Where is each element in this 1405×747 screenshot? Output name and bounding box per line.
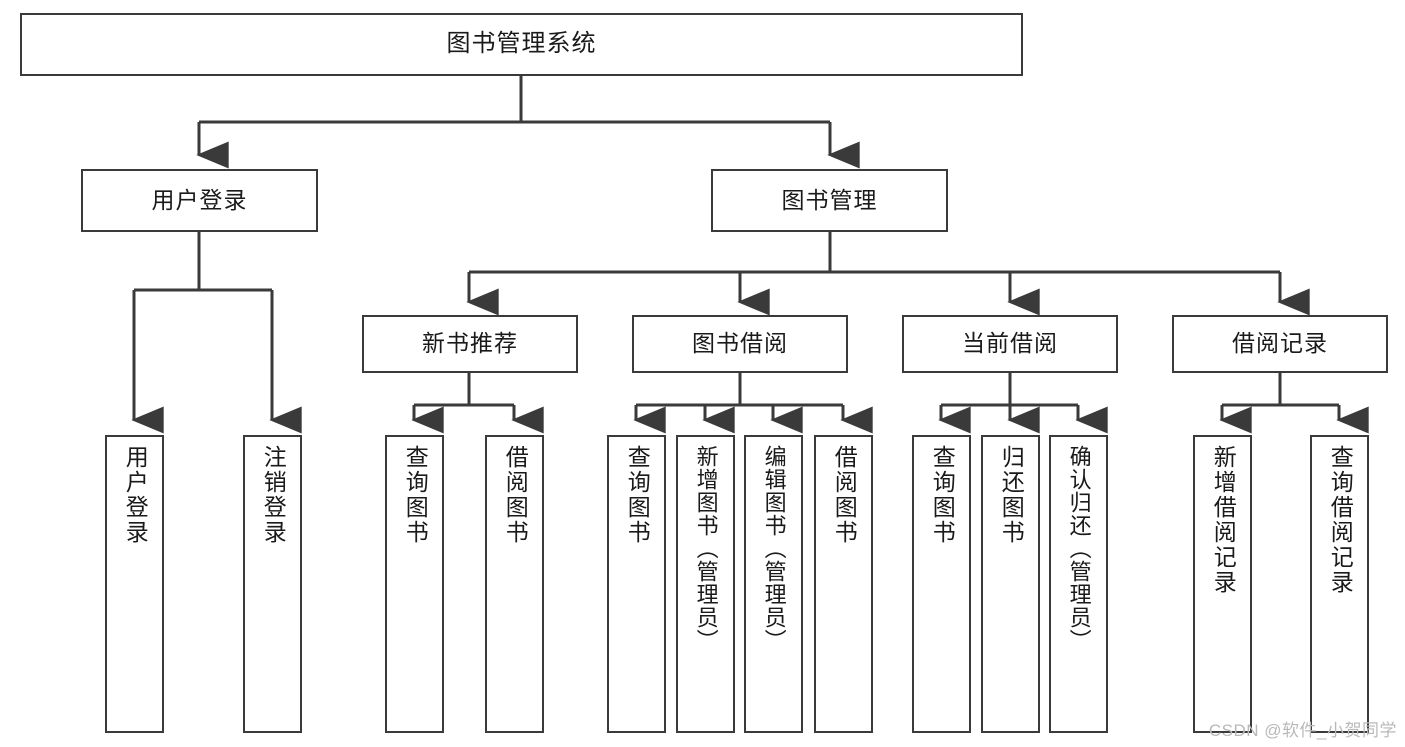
node-leaf-query-book-2-label: 查询图书 xyxy=(624,445,651,545)
node-leaf-query-record-label: 查询借阅记录 xyxy=(1327,445,1354,595)
node-leaf-edit-book[interactable]: 编辑图书（管理员） xyxy=(744,435,803,733)
node-leaf-return-book-label: 归还图书 xyxy=(998,445,1025,545)
node-leaf-logout-login-label: 注销登录 xyxy=(260,445,287,545)
node-leaf-add-book[interactable]: 新增图书（管理员） xyxy=(676,435,735,733)
node-book-manage-label: 图书管理 xyxy=(781,186,878,213)
node-user-login[interactable]: 用户登录 xyxy=(81,169,318,232)
node-leaf-return-book[interactable]: 归还图书 xyxy=(981,435,1040,733)
node-leaf-query-book-3[interactable]: 查询图书 xyxy=(912,435,971,733)
node-leaf-query-book-1[interactable]: 查询图书 xyxy=(385,435,444,733)
csdn-watermark: CSDN @软件_小贺同学 xyxy=(1208,721,1397,740)
node-new-book-recommend-label: 新书推荐 xyxy=(422,330,518,357)
node-new-book-recommend[interactable]: 新书推荐 xyxy=(362,315,578,373)
node-user-login-label: 用户登录 xyxy=(151,186,248,213)
node-leaf-query-record[interactable]: 查询借阅记录 xyxy=(1310,435,1369,733)
node-leaf-logout-login[interactable]: 注销登录 xyxy=(243,435,302,733)
node-borrow-record-label: 借阅记录 xyxy=(1232,330,1328,357)
node-leaf-add-book-label: 新增图书（管理员） xyxy=(693,445,719,652)
node-leaf-borrow-book-1-label: 借阅图书 xyxy=(502,445,529,545)
node-leaf-query-book-3-label: 查询图书 xyxy=(929,445,956,545)
node-leaf-user-login[interactable]: 用户登录 xyxy=(105,435,164,733)
node-leaf-query-book-1-label: 查询图书 xyxy=(402,445,429,545)
node-leaf-borrow-book-1[interactable]: 借阅图书 xyxy=(485,435,544,733)
node-root-label: 图书管理系统 xyxy=(446,30,597,58)
node-leaf-edit-book-label: 编辑图书（管理员） xyxy=(761,445,787,652)
node-book-manage[interactable]: 图书管理 xyxy=(711,169,948,232)
node-leaf-query-book-2[interactable]: 查询图书 xyxy=(607,435,666,733)
node-current-borrow-label: 当前借阅 xyxy=(962,330,1058,357)
node-leaf-confirm-return-label: 确认归还（管理员） xyxy=(1066,445,1092,652)
node-leaf-add-record[interactable]: 新增借阅记录 xyxy=(1193,435,1252,733)
node-leaf-user-login-label: 用户登录 xyxy=(122,445,149,545)
node-leaf-confirm-return[interactable]: 确认归还（管理员） xyxy=(1049,435,1108,733)
node-leaf-borrow-book-2[interactable]: 借阅图书 xyxy=(814,435,873,733)
node-borrow-record[interactable]: 借阅记录 xyxy=(1172,315,1388,373)
node-book-borrow-label: 图书借阅 xyxy=(692,330,788,357)
node-leaf-add-record-label: 新增借阅记录 xyxy=(1210,445,1237,595)
node-book-borrow[interactable]: 图书借阅 xyxy=(632,315,848,373)
node-root-system[interactable]: 图书管理系统 xyxy=(20,13,1023,76)
node-current-borrow[interactable]: 当前借阅 xyxy=(902,315,1118,373)
node-leaf-borrow-book-2-label: 借阅图书 xyxy=(831,445,858,545)
